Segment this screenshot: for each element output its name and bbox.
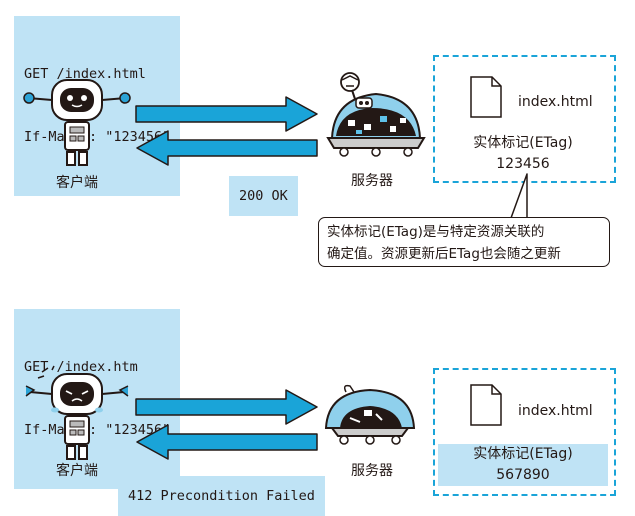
response-status: 200 OK xyxy=(229,176,298,216)
request-arrow-icon xyxy=(135,389,318,425)
request-arrow-icon xyxy=(135,96,318,132)
response-arrow-icon xyxy=(136,424,318,460)
request-line-1: GET /index.html xyxy=(24,66,146,82)
callout-pointer xyxy=(510,173,528,219)
response-status: 412 Precondition Failed xyxy=(118,476,325,516)
client-label: 客户端 xyxy=(56,463,98,479)
etag-note-line-2: 确定值。资源更新后ETag也会随之更新 xyxy=(327,246,561,262)
etag-value: 123456 xyxy=(496,156,550,172)
server-label: 服务器 xyxy=(351,463,393,479)
client-robot-worried-icon xyxy=(25,365,129,460)
etag-block: 实体标记(ETag) 123456 xyxy=(448,133,598,175)
file-name: index.html xyxy=(518,403,593,419)
top-scenario: GET /index.html If-Match: "123456" 客户端 2… xyxy=(0,0,635,267)
bottom-scenario: GET /index.htm If-Match: "123456" 客户端 41… xyxy=(0,256,635,516)
etag-note-line-1: 实体标记(ETag)是与特定资源关联的 xyxy=(327,224,545,240)
server-robot-tired-icon xyxy=(324,384,416,445)
file-icon xyxy=(470,384,502,426)
file-name: index.html xyxy=(518,94,593,110)
etag-value: 567890 xyxy=(496,467,550,483)
server-label: 服务器 xyxy=(351,173,393,189)
etag-title: 实体标记(ETag) xyxy=(473,135,573,151)
etag-block-changed: 实体标记(ETag) 567890 xyxy=(438,444,608,486)
client-robot-icon xyxy=(23,79,131,166)
response-arrow-icon xyxy=(136,130,318,166)
client-label: 客户端 xyxy=(56,175,98,191)
etag-note: 实体标记(ETag)是与特定资源关联的 确定值。资源更新后ETag也会随之更新 xyxy=(318,217,610,267)
server-robot-icon xyxy=(326,72,426,157)
resource-box xyxy=(433,368,616,496)
file-icon xyxy=(470,76,502,118)
etag-title: 实体标记(ETag) xyxy=(473,446,573,462)
